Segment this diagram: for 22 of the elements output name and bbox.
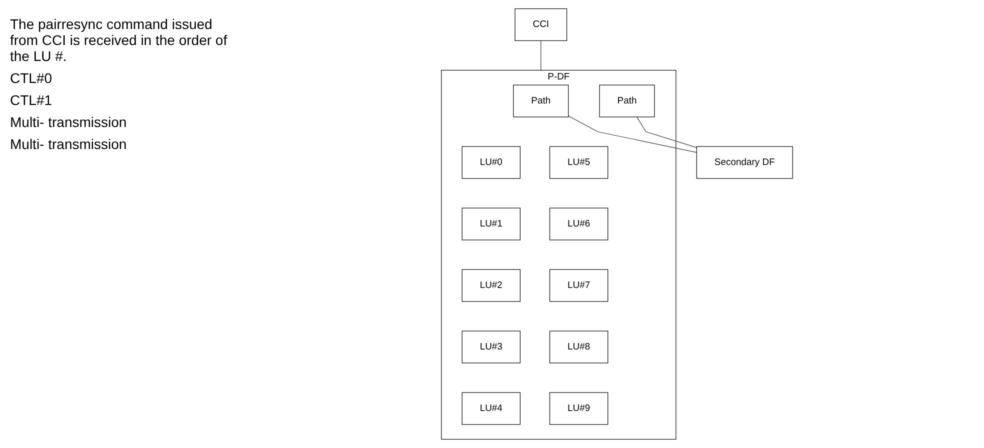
note-text: Multi- transmission xyxy=(10,136,128,152)
node-box: LU#4 xyxy=(462,392,520,425)
node-box: LU#7 xyxy=(549,269,608,302)
node-box: LU#5 xyxy=(549,146,608,179)
connector xyxy=(540,40,542,71)
connector xyxy=(636,116,697,148)
node-box: LU#9 xyxy=(549,392,608,425)
node-box: LU#8 xyxy=(549,330,608,364)
node-box: LU#0 xyxy=(462,146,520,179)
node-box: LU#3 xyxy=(462,330,520,364)
node-box: CCI xyxy=(514,8,568,41)
node-box: Path xyxy=(513,84,569,118)
note-text: CTL#1 xyxy=(10,92,54,108)
node-box: Path xyxy=(599,84,655,118)
node-box: LU#2 xyxy=(462,269,520,302)
node-box: LU#1 xyxy=(462,208,520,240)
note-text: CTL#0 xyxy=(10,70,54,86)
node-box: LU#6 xyxy=(549,208,608,240)
connector xyxy=(568,116,697,153)
node-box: Secondary DF xyxy=(696,146,793,179)
note-text: Multi- transmission xyxy=(10,114,128,130)
note-text: The pairresync command issued from CCI is received in the order of the LU #. xyxy=(10,16,228,64)
